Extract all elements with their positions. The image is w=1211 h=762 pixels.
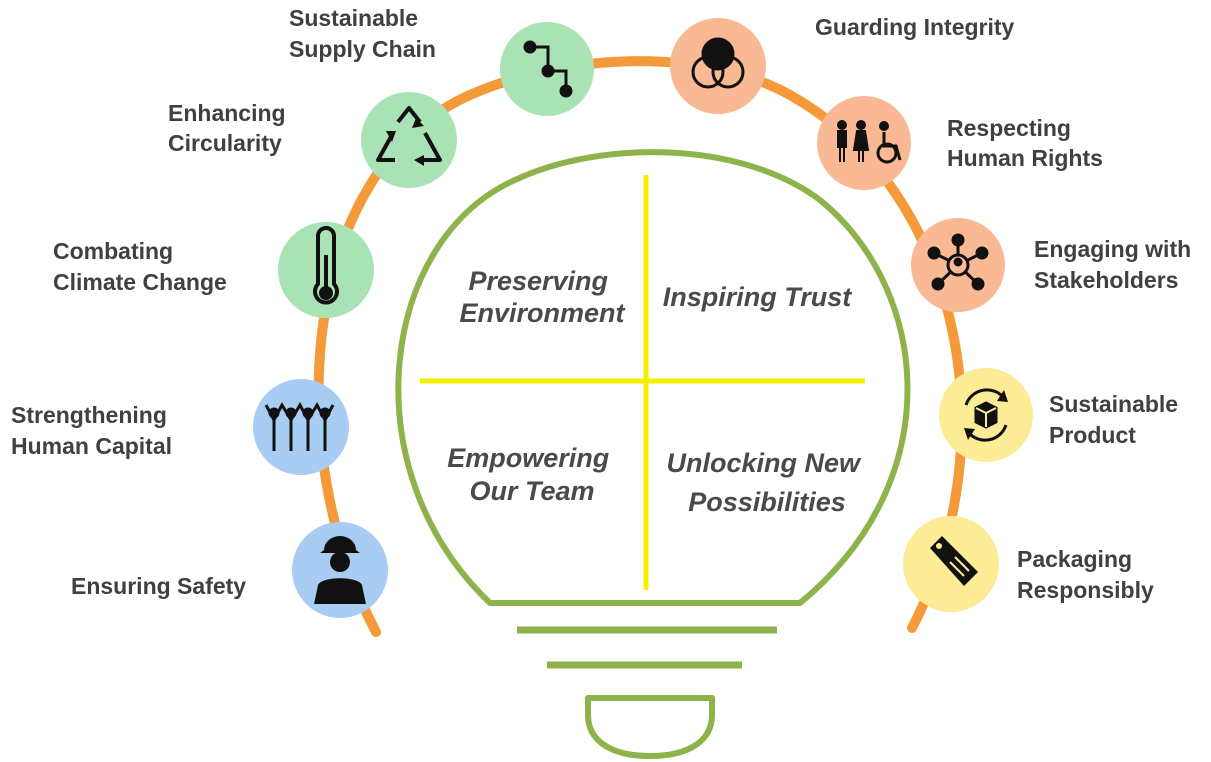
node-label: Sustainable Supply Chain [289, 5, 436, 62]
node-enhancing-circularity: Enhancing Circularity [168, 92, 457, 188]
node-circle [253, 379, 349, 475]
flow-path-icon [523, 40, 573, 98]
quadrant-unlocking-new-possibilities: Unlocking New Possibilities [666, 448, 867, 517]
bulb-outline [395, 149, 911, 606]
node-combating-climate-change: Combating Climate Change [53, 222, 374, 318]
bulb-cap [585, 695, 715, 759]
node-guarding-integrity: Guarding Integrity [670, 14, 1015, 114]
network-hub-icon [927, 233, 989, 291]
venn-circles-icon [691, 37, 745, 89]
node-sustainable-product: Sustainable Product [939, 368, 1185, 462]
quadrant-preserving-environment: Preserving Environment [459, 266, 625, 328]
node-label: Packaging Responsibly [1017, 546, 1154, 603]
node-label: Combating Climate Change [53, 238, 227, 295]
node-ensuring-safety: Ensuring Safety [71, 522, 388, 618]
framework-arc [313, 56, 967, 637]
tag-icon [930, 536, 978, 586]
node-circle [361, 92, 457, 188]
node-label: Respecting Human Rights [947, 115, 1103, 171]
node-sustainable-supply-chain: Sustainable Supply Chain [289, 5, 594, 116]
hard-hat-worker-icon [314, 536, 366, 604]
recycle-icon [376, 106, 442, 166]
node-label: Engaging with Stakeholders [1034, 236, 1198, 293]
node-label: Strengthening Human Capital [11, 402, 173, 459]
node-engaging-with-stakeholders: Engaging with Stakeholders [911, 218, 1198, 312]
quadrant-empowering-our-team: Empowering Our Team [447, 443, 617, 506]
people-accessibility-icon [837, 120, 902, 164]
team-people-icon [264, 401, 335, 451]
quadrant-inspiring-trust: Inspiring Trust [663, 282, 853, 312]
node-label: Ensuring Safety [71, 573, 246, 599]
node-label: Enhancing Circularity [168, 100, 292, 156]
node-label: Guarding Integrity [815, 14, 1015, 40]
thermometer-icon [313, 226, 339, 305]
node-label: Sustainable Product [1049, 391, 1185, 448]
box-cycle-icon [964, 388, 1008, 442]
node-strengthening-human-capital: Strengthening Human Capital [11, 379, 349, 475]
node-packaging-responsibly: Packaging Responsibly [903, 516, 1154, 612]
node-respecting-human-rights: Respecting Human Rights [817, 96, 1103, 190]
